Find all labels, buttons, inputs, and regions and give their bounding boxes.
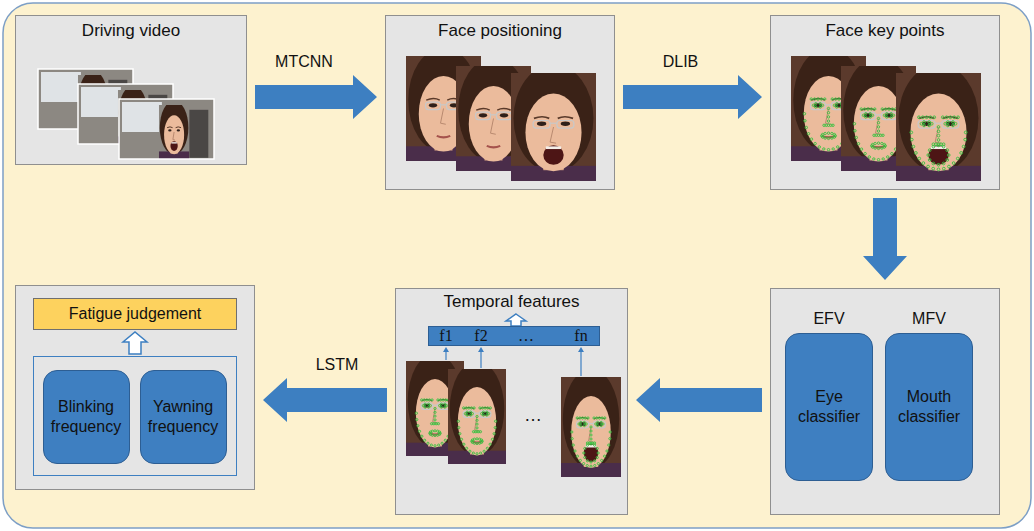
vector-element: … xyxy=(518,327,534,345)
car-photo xyxy=(119,99,214,159)
ellipsis-mark: … xyxy=(524,405,542,425)
feature-arrowhead xyxy=(578,347,584,352)
classifier-panel: EFVEye classifierMFVMouth classifier xyxy=(770,288,1000,515)
edge-label: MTCNN xyxy=(275,52,333,72)
vector-element: f1 xyxy=(439,327,452,345)
panel-title: Temporal features xyxy=(396,289,627,312)
hollow-arrow xyxy=(123,332,147,354)
frame-ground xyxy=(3,3,1031,528)
face-photo xyxy=(448,361,506,464)
output-arrow xyxy=(506,314,526,326)
edge-label: LSTM xyxy=(316,355,359,375)
edge-label: DLIB xyxy=(663,52,699,72)
feature-heading: MFV xyxy=(886,309,972,329)
judgement-box: Fatigue judgement xyxy=(33,298,237,330)
feature-panel: f1 f2 … fn Temporal features xyxy=(395,288,628,515)
photo-illustration xyxy=(396,289,629,516)
panel-title: Driving video xyxy=(16,16,246,41)
classifier-box: EFVEye classifier xyxy=(785,333,873,481)
process-panel: Face key points xyxy=(770,15,1000,190)
feature-arrowhead xyxy=(443,347,449,352)
feature-heading: EFV xyxy=(786,309,872,329)
face-photo xyxy=(561,369,621,477)
feature-arrow xyxy=(480,351,481,368)
classifier-box: MFVMouth classifier xyxy=(885,333,973,481)
box-label: Eye classifier xyxy=(792,387,866,427)
block-arrow xyxy=(263,378,387,422)
feature-vector: f1 f2 … fn xyxy=(428,326,600,346)
block-arrow xyxy=(255,75,377,119)
input-panel: Driving video xyxy=(15,15,247,165)
feature-arrow xyxy=(580,351,581,376)
vector-element: f2 xyxy=(474,327,487,345)
process-panel: Face positioning xyxy=(385,15,615,190)
block-arrow xyxy=(623,75,762,119)
face-photo xyxy=(159,101,189,159)
panel-title: Face positioning xyxy=(386,16,614,41)
photo-illustration xyxy=(386,16,616,191)
photo-illustration xyxy=(771,16,1001,191)
frequency-box: Blinking frequency xyxy=(43,370,130,464)
vector-element: fn xyxy=(574,327,587,345)
box-label: Fatigue judgement xyxy=(69,304,202,324)
panel-title: Face key points xyxy=(771,16,999,41)
face-photo xyxy=(511,64,596,181)
block-arrow xyxy=(863,198,907,280)
box-label: Mouth classifier xyxy=(892,387,966,427)
frequency-group: Blinking frequency Yawning frequency xyxy=(33,356,237,476)
block-arrow xyxy=(636,378,762,422)
output-panel: Fatigue judgementBlinking frequency Yawni… xyxy=(15,285,255,490)
frequency-box: Yawning frequency xyxy=(140,370,227,464)
box-label: Yawning frequency xyxy=(147,397,220,437)
feature-arrow xyxy=(445,351,446,360)
feature-arrowhead xyxy=(478,347,484,352)
face-photo xyxy=(896,64,981,181)
box-label: Blinking frequency xyxy=(50,397,123,437)
